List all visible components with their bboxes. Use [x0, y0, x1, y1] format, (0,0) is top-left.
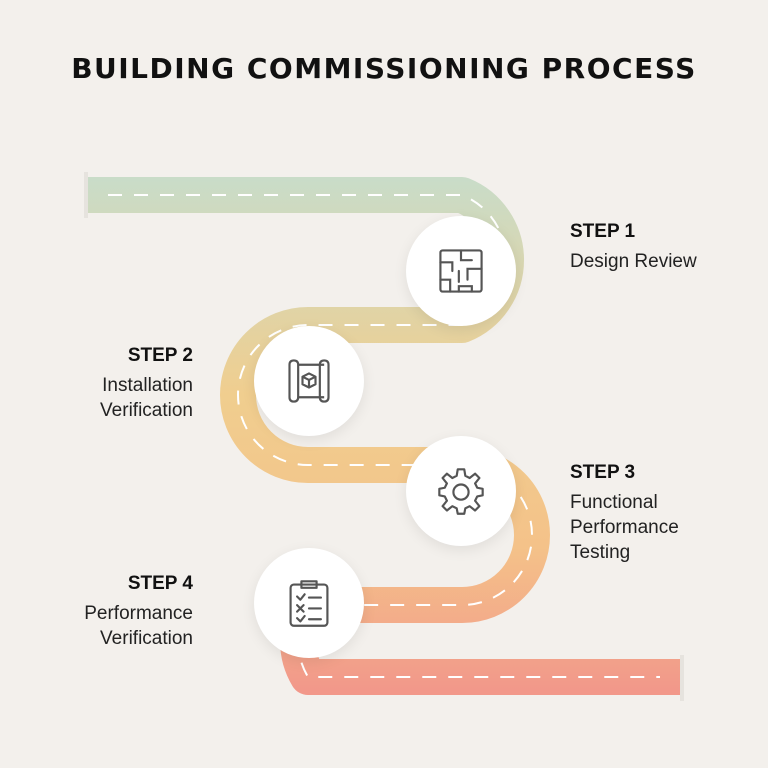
step-1-circle	[406, 216, 516, 326]
step-2-description: Installation Verification	[100, 375, 193, 421]
floor-plan-icon	[439, 249, 483, 293]
step-1-description: Design Review	[570, 251, 697, 272]
step-4-number: STEP 4	[127, 573, 193, 594]
blueprint-cube-icon	[288, 359, 330, 403]
step-4-label: STEP 4 Performance Verification	[84, 573, 193, 651]
step-3-number: STEP 3	[570, 462, 636, 483]
clipboard-checklist-icon	[289, 580, 329, 627]
step-4-circle	[254, 548, 364, 658]
step-2-number: STEP 2	[127, 345, 193, 366]
step-1-number: STEP 1	[570, 221, 636, 242]
step-4-description: Performance Verification	[84, 603, 193, 649]
step-3-circle	[406, 436, 516, 546]
step-1-label: STEP 1 Design Review	[570, 221, 697, 274]
step-3-label: STEP 3 Functional Performance Testing	[570, 462, 679, 565]
step-2-label: STEP 2 Installation Verification	[100, 345, 193, 423]
page-title: BUILDING COMMISSIONING PROCESS	[71, 52, 697, 85]
step-3-description: Functional Performance Testing	[570, 492, 679, 563]
step-2-circle	[254, 326, 364, 436]
gear-icon	[438, 468, 484, 515]
